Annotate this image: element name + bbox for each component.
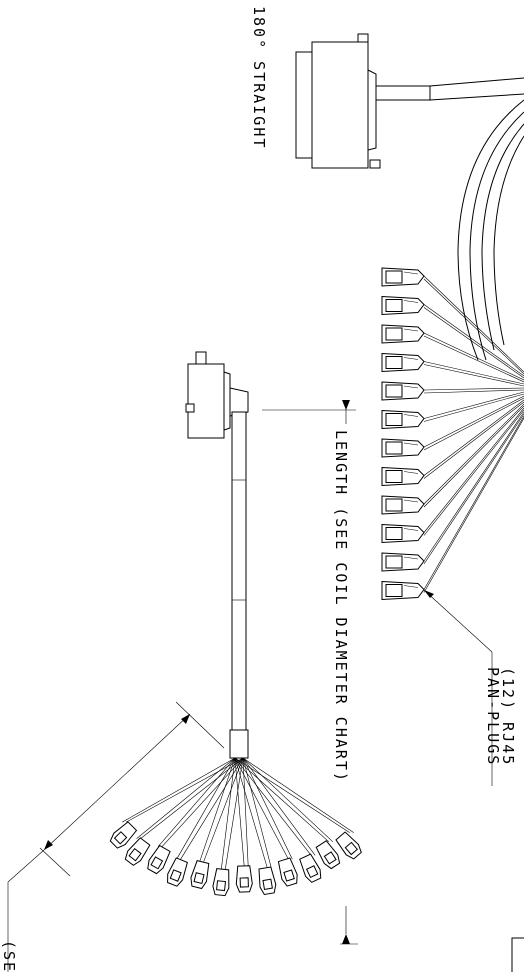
plug-wires xyxy=(423,275,524,593)
rj45-plug xyxy=(258,866,277,896)
rj45-plug xyxy=(299,853,322,883)
trunk-cable xyxy=(229,411,249,759)
rj45-plug xyxy=(381,409,425,430)
rj45-plug xyxy=(235,865,253,893)
rj45-plug xyxy=(212,868,230,897)
breakout-dimension xyxy=(7,701,225,972)
rj45-plug xyxy=(315,840,341,870)
plugs-count-label: (12) RJ45 xyxy=(499,667,517,766)
rj45-plug xyxy=(147,844,171,875)
rj45-plug xyxy=(381,295,425,316)
straight-label: 180° STRAIGHT xyxy=(250,6,268,149)
rj45-plug xyxy=(381,324,425,344)
rj45-plug xyxy=(381,381,425,401)
length-dimension xyxy=(262,400,358,945)
coiled-cable xyxy=(457,99,524,361)
rj45-plug xyxy=(277,857,298,887)
rj45-plug xyxy=(335,831,362,860)
plugs-leader xyxy=(423,589,493,786)
rj45-plug xyxy=(167,857,188,887)
fanout-plugs xyxy=(109,821,362,897)
straight-connector-top xyxy=(295,33,524,169)
rj45-plug xyxy=(381,580,425,601)
plugs-name-label: PAN-PLUGS xyxy=(484,667,502,766)
straight-connector-lower xyxy=(185,351,249,439)
fanout-wires xyxy=(122,757,354,870)
rj45-plug xyxy=(381,267,425,287)
rj45-plug xyxy=(381,523,425,544)
rj45-plug xyxy=(381,438,425,458)
title-block-edge xyxy=(511,937,524,972)
rj45-plug xyxy=(381,466,425,487)
see-note-label: (SE xyxy=(0,940,18,972)
rj45-plug-stack xyxy=(381,267,425,601)
rj45-plug xyxy=(109,821,138,849)
rj45-plug xyxy=(190,860,210,890)
rj45-plug xyxy=(124,837,151,866)
rj45-plug xyxy=(381,552,425,572)
length-label: LENGTH (SEE COIL DIAMETER CHART) xyxy=(332,430,350,783)
rj45-plug xyxy=(381,352,425,373)
rj45-plug xyxy=(381,495,425,515)
